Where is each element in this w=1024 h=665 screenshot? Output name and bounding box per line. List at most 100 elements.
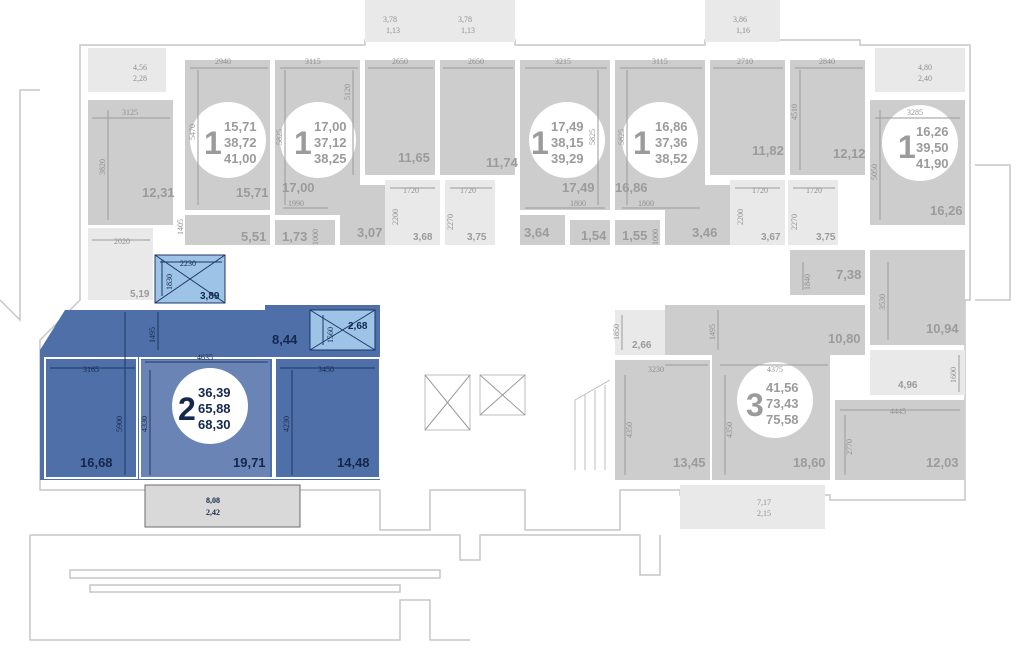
badge-area-1a-1: 38,72 — [224, 135, 257, 150]
dim-43: 5900 — [115, 416, 124, 432]
badge-area-1c-2: 39,29 — [551, 151, 584, 166]
room-area-r31: 3,89 — [200, 291, 220, 302]
dim-4: 2650 — [468, 57, 484, 66]
room-area-r25: 2,66 — [632, 340, 652, 351]
room-area-r15: 3,75 — [467, 232, 487, 243]
dim-45: 4230 — [282, 416, 291, 432]
room-area-r26: 10,80 — [828, 331, 861, 346]
balcony-b4 — [88, 48, 166, 92]
room-area-r23: 7,38 — [836, 267, 861, 282]
room-area-r7: 16,86 — [615, 180, 648, 195]
room-area-r17: 1,54 — [581, 228, 607, 243]
badge-area-1b-0: 17,00 — [314, 119, 347, 134]
dim-10: 3285 — [907, 108, 923, 117]
dim-51: 4350 — [625, 422, 634, 438]
badge-rooms-1a: 1 — [204, 125, 222, 161]
balcony-b3 — [705, 0, 780, 42]
badge-rooms-3: 3 — [746, 387, 764, 423]
room-area-r10: 16,26 — [930, 203, 963, 218]
balcony-b7 — [680, 485, 825, 529]
dim-48: 3230 — [648, 365, 664, 374]
dim-31: 1000 — [651, 229, 660, 245]
badge-area-1e-1: 39,50 — [916, 140, 949, 155]
apartment-badges — [172, 102, 958, 444]
room-area-r24: 10,94 — [926, 321, 959, 336]
room-area-r36: 14,48 — [337, 455, 370, 470]
dim-2: 3115 — [305, 57, 321, 66]
dim-14: 5825 — [588, 129, 597, 145]
badge-rooms-1e: 1 — [898, 129, 916, 165]
badge-area-1b-2: 38,25 — [314, 151, 347, 166]
dim-47: 1495 — [708, 324, 717, 340]
badge-apt-3[interactable] — [737, 362, 813, 438]
dim-13: 5120 — [343, 84, 352, 100]
badge-area-2-0: 36,39 — [198, 385, 231, 400]
dim-8: 2840 — [819, 57, 835, 66]
badge-area-1e-2: 41,90 — [916, 156, 949, 171]
badge-area-1d-0: 16,86 — [655, 119, 688, 134]
room-area-labels: 12,31 15,71 17,00 11,65 11,74 17,49 16,8… — [80, 143, 963, 470]
badge-rooms-1c: 1 — [531, 125, 549, 161]
dim-28: 2200 — [736, 209, 745, 225]
room-area-r19: 3,46 — [692, 225, 717, 240]
room-area-r11: 5,51 — [241, 229, 266, 244]
dim-22: 1720 — [403, 186, 419, 195]
dimension-texts: 2940 3115 2650 2650 3215 3115 2710 2840 … — [83, 57, 958, 455]
dim-53: 2770 — [845, 439, 854, 455]
dim-37: 1830 — [165, 274, 174, 290]
dim-9: 3125 — [122, 108, 138, 117]
badge-apt-1a[interactable] — [190, 102, 266, 178]
dim-50: 4445 — [890, 407, 906, 416]
balcony-b5-area: 4,80 — [918, 63, 932, 72]
room-area-r5: 11,74 — [486, 155, 519, 170]
badge-apt-1b[interactable] — [280, 102, 356, 178]
balcony-b5 — [875, 48, 965, 92]
badge-area-1b-1: 37,12 — [314, 135, 347, 150]
room-area-r22: 5,19 — [130, 289, 150, 300]
balcony-b2-area: 3,78 — [458, 15, 472, 24]
dim-41: 4635 — [197, 353, 213, 362]
room-area-r20: 3,67 — [761, 232, 781, 243]
room-area-r12: 1,73 — [282, 229, 307, 244]
dim-26: 2200 — [391, 209, 400, 225]
dim-54: 1600 — [949, 367, 958, 383]
dim-35: 2020 — [114, 237, 130, 246]
dim-20: 1800 — [570, 199, 586, 208]
room-area-r21: 3,75 — [816, 232, 836, 243]
badge-apt-1e[interactable] — [882, 105, 958, 181]
room-area-r33: 8,44 — [272, 332, 298, 347]
dim-25: 1720 — [806, 186, 822, 195]
dim-44: 4330 — [140, 416, 149, 432]
balcony-b4-coef: 2,28 — [133, 74, 147, 83]
badge-apt-2[interactable] — [172, 368, 248, 444]
room-area-r14: 3,68 — [413, 232, 433, 243]
dim-16: 4510 — [790, 104, 799, 120]
dim-38: 1560 — [326, 327, 335, 343]
badge-area-2-1: 65,88 — [198, 401, 231, 416]
dim-49: 4375 — [767, 365, 783, 374]
room-area-r30: 12,03 — [926, 455, 959, 470]
balcony-b2 — [440, 0, 515, 42]
dim-3: 2650 — [392, 57, 408, 66]
balcony-b6-coef: 2,42 — [206, 508, 220, 517]
balcony-b4-area: 4,56 — [133, 63, 147, 72]
dim-39: 1495 — [148, 327, 157, 343]
dim-17: 5050 — [870, 164, 879, 180]
dimension-lines — [50, 67, 960, 475]
room-area-r27: 4,96 — [898, 380, 918, 391]
badge-texts: 1 15,71 38,72 41,00 1 17,00 37,12 38,25 … — [178, 119, 949, 432]
badge-area-1c-1: 38,15 — [551, 135, 584, 150]
dim-5: 3215 — [555, 57, 571, 66]
badge-area-1a-0: 15,71 — [224, 119, 257, 134]
dim-23: 1720 — [460, 186, 476, 195]
badge-apt-1c[interactable] — [529, 102, 605, 178]
badge-area-2-2: 68,30 — [198, 417, 231, 432]
room-area-r35: 19,71 — [233, 455, 266, 470]
dim-12: 5825 — [275, 129, 284, 145]
room-area-r9: 12,12 — [833, 146, 866, 161]
dim-46: 1850 — [612, 324, 621, 340]
dim-18: 3820 — [98, 159, 107, 175]
badge-apt-1d[interactable] — [622, 102, 698, 178]
dim-36: 2230 — [180, 259, 196, 268]
